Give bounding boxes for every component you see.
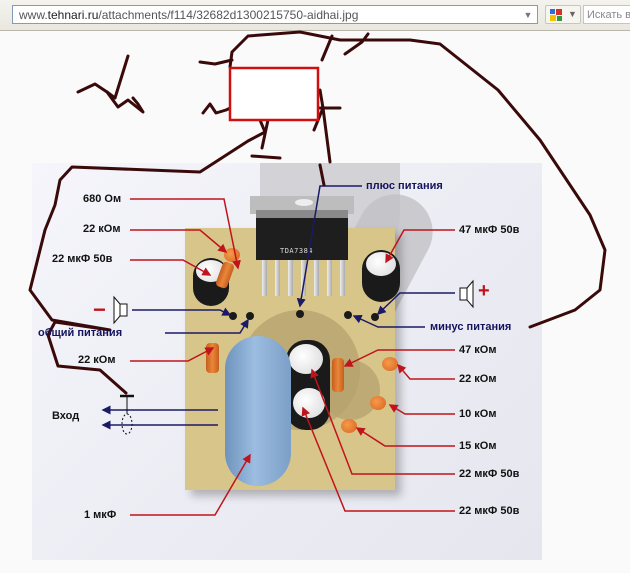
leader-680 (130, 198, 241, 270)
board-shadow (320, 360, 380, 420)
label-22k-right: 22 кОм (459, 373, 497, 385)
solder-pad (371, 313, 379, 321)
label-minus-power: минус питания (430, 321, 512, 333)
label-speaker-plus: + (478, 280, 490, 302)
hand-drawn-wire (228, 30, 607, 329)
hand-drawn-mark (312, 88, 332, 164)
label-22k-top: 22 кОм (83, 223, 121, 235)
label-47k: 47 кОм (459, 344, 497, 356)
hand-drawn-mark (320, 32, 370, 62)
film-capacitor-1uf (225, 336, 291, 486)
label-22k-left: 22 кОм (78, 354, 116, 366)
leader-15k (355, 427, 455, 447)
leader-22k-right (397, 363, 455, 380)
ceramic-capacitor (382, 357, 398, 371)
search-engine-button[interactable]: ▼ (545, 5, 581, 24)
speaker-icon (459, 279, 474, 309)
leader-1u (130, 453, 251, 516)
chip-pin (301, 260, 306, 296)
chip-pin (327, 260, 332, 296)
label-22uf-left: 22 мкФ 50в (52, 253, 113, 265)
label-22uf-bottom: 22 мкФ 50в (459, 505, 520, 517)
label-input: Вход (52, 410, 80, 422)
label-common-power: общий питания (38, 327, 123, 339)
label-10k: 10 кОм (459, 408, 497, 420)
ceramic-capacitor (341, 419, 357, 433)
chevron-down-icon[interactable]: ▼ (568, 9, 577, 19)
speaker-icon (113, 295, 128, 325)
chip-marking: TDA7384 (280, 247, 314, 255)
leader-speaker-plus (376, 292, 455, 316)
solder-pad (296, 310, 304, 318)
hand-drawn-mark (76, 54, 130, 100)
amplifier-chip (256, 210, 348, 260)
solder-pad (344, 311, 352, 319)
leader-minus-power (352, 315, 425, 328)
chevron-down-icon[interactable]: ▼ (523, 10, 533, 20)
leader-10k (388, 404, 455, 415)
label-680-ohm: 680 Ом (83, 193, 122, 205)
google-icon (550, 9, 562, 21)
label-plus-power: плюс питания (366, 180, 443, 192)
label-15k: 15 кОм (459, 440, 497, 452)
leader-22u-mid (310, 368, 455, 475)
label-1uf: 1 мкФ (84, 509, 117, 521)
leader-plus-power (296, 185, 362, 308)
search-input[interactable]: Искать в (583, 5, 630, 24)
hand-drawn-mark (250, 118, 282, 160)
red-box (228, 66, 320, 122)
label-speaker-minus: − (93, 297, 106, 322)
chip-pin (288, 260, 293, 296)
leader-47k (343, 349, 455, 367)
address-url[interactable]: www.tehnari.ru/attachments/f114/32682d13… (19, 8, 359, 22)
leader-47u (385, 229, 455, 264)
solder-pad (246, 312, 254, 320)
chip-mount-hole (295, 199, 313, 206)
address-bar[interactable]: www.tehnari.ru/attachments/f114/32682d13… (12, 5, 538, 24)
chip-pin (340, 260, 345, 296)
label-47uf: 47 мкФ 50в (459, 224, 520, 236)
chip-pin (314, 260, 319, 296)
leader-22k-left (130, 347, 215, 362)
browser-toolbar: www.tehnari.ru/attachments/f114/32682d13… (0, 0, 630, 31)
hand-drawn-mark (198, 58, 234, 66)
hand-drawn-mark (105, 90, 145, 114)
solder-pad (229, 312, 237, 320)
shield-icon (121, 413, 133, 435)
ceramic-capacitor (370, 396, 386, 410)
leader-22k-top (130, 229, 228, 253)
leader-speaker-minus (132, 307, 232, 316)
hand-drawn-wire (28, 118, 267, 395)
hand-drawn-mark (318, 163, 326, 187)
leader-22u-left (130, 259, 212, 276)
leader-22u-bottom (301, 406, 455, 512)
chip-pin (262, 260, 267, 296)
resistor-47k (332, 358, 344, 392)
leader-common (165, 318, 249, 334)
chip-pin (275, 260, 280, 296)
label-22uf-mid: 22 мкФ 50в (459, 468, 520, 480)
